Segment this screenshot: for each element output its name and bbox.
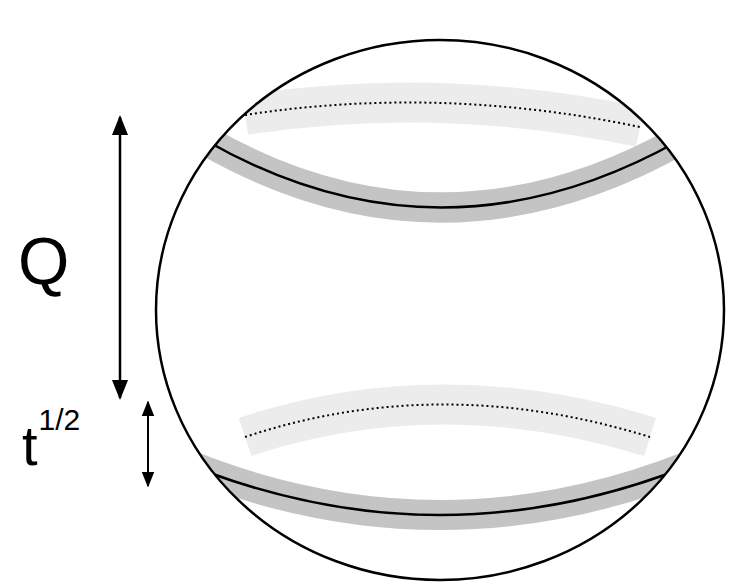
- superscript: 1/2: [39, 405, 81, 435]
- sphere-outline: [156, 40, 724, 580]
- pale-band: [245, 405, 650, 438]
- dimension-label: t: [22, 418, 38, 474]
- grey-band: [205, 140, 680, 208]
- grey-band: [165, 455, 715, 515]
- dimension-arrow: [119, 117, 122, 398]
- dimension-label: Q: [18, 228, 69, 294]
- dimension-arrow: [147, 402, 149, 486]
- front-line: [205, 140, 680, 208]
- front-line: [165, 455, 715, 515]
- pale-band: [245, 103, 640, 128]
- back-line: [245, 103, 640, 128]
- back-line: [245, 405, 650, 438]
